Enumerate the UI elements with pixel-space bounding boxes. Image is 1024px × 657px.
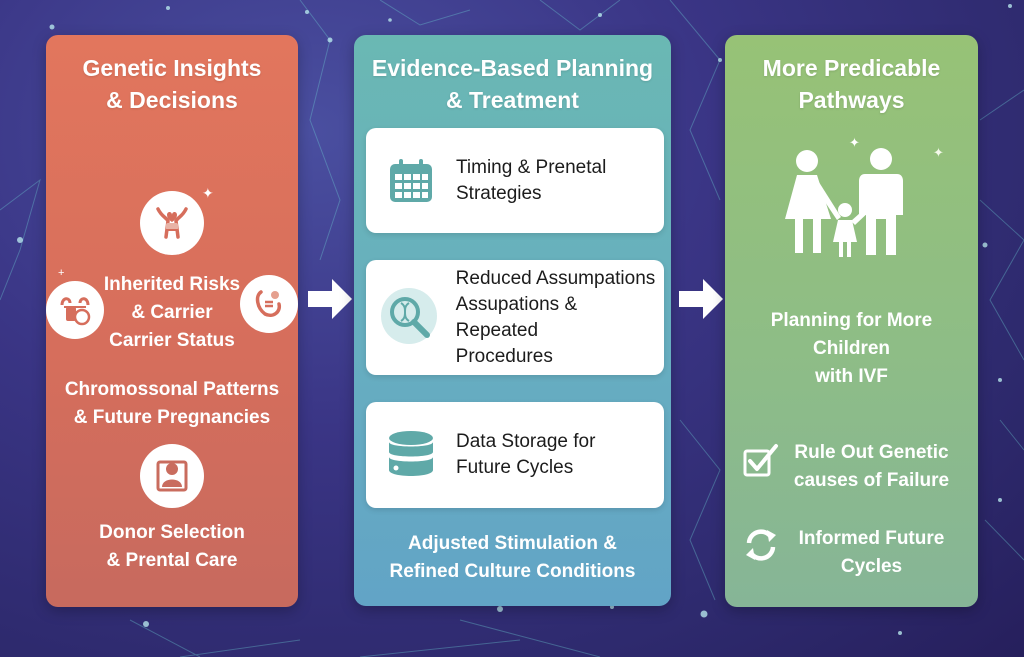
text-line: Chromossonal Patterns xyxy=(64,379,280,400)
dna-magnifier-icon xyxy=(366,287,456,348)
text-line: Informed Future xyxy=(798,528,945,549)
card-text: Data Storage for Future Cycles xyxy=(456,429,595,481)
text-line: causes of Failure xyxy=(793,470,950,491)
adjusted-stimulation-text: Adjusted Stimulation & Refined Culture C… xyxy=(354,530,671,586)
refresh-cycle-icon xyxy=(746,529,776,561)
card-reduced-assumptions: Reduced Assumpations Assupations & Repea… xyxy=(366,260,664,375)
sparkle-icon: ✦ xyxy=(202,185,214,201)
reproductive-organs-icon xyxy=(46,281,104,339)
text-line: with IVF xyxy=(815,366,888,387)
inherited-risks-text: Inherited Risks & Carrier Carrier Status xyxy=(46,271,298,355)
donor-profile-icon xyxy=(140,444,204,508)
title-line: More Predicable xyxy=(762,55,941,81)
panel-evidence-based-planning: Evidence-Based Planning & Treatment Timi… xyxy=(354,35,671,606)
title-line: & Treatment xyxy=(446,87,579,113)
rule-out-genetic-text: Rule Out Genetic causes of Failure xyxy=(765,439,978,495)
card-data-storage: Data Storage for Future Cycles xyxy=(366,402,664,508)
title-line: Pathways xyxy=(798,87,905,113)
card-text: Reduced Assumpations Assupations & Repea… xyxy=(456,266,664,370)
text-line: Procedures xyxy=(455,345,553,367)
card-text: Timing & Prenetal Strategies xyxy=(456,155,606,207)
donor-selection-text: Donor Selection & Prental Care xyxy=(46,519,298,575)
text-line: & Future Pregnancies xyxy=(73,407,271,428)
text-line: Data Storage for xyxy=(456,431,596,452)
planning-more-children-text: Planning for More Children with IVF xyxy=(725,307,978,391)
text-line: Strategies xyxy=(456,182,542,204)
text-line: Planning for More xyxy=(770,310,933,331)
chromosomal-patterns-text: Chromossonal Patterns & Future Pregnanci… xyxy=(46,376,298,432)
database-icon xyxy=(366,430,456,480)
panel-predictable-pathways: More Predicable Pathways ✦ ✦ Planning fo… xyxy=(725,35,978,607)
text-line: Carrier Status xyxy=(109,330,235,351)
informed-future-cycles-text: Informed Future Cycles xyxy=(765,525,978,581)
text-line: Inherited Risks xyxy=(103,274,241,295)
panel-genetic-insights: Genetic Insights & Decisions ✦ + Inherit… xyxy=(46,35,298,607)
text-line: Refined Culture Conditions xyxy=(389,561,636,582)
arrow-right-icon xyxy=(308,279,352,319)
title-line: & Decisions xyxy=(106,87,238,113)
panel-title: Genetic Insights & Decisions xyxy=(46,52,298,116)
checkbox-icon xyxy=(743,444,778,477)
title-line: Genetic Insights xyxy=(82,55,262,81)
text-line: Assupations & Repeated xyxy=(455,293,578,341)
text-line: Cycles xyxy=(840,556,903,577)
text-line: Future Cycles xyxy=(456,457,574,478)
panel-title: Evidence-Based Planning & Treatment xyxy=(354,52,671,116)
text-line: Timing & Prenetal xyxy=(456,156,607,178)
title-line: Evidence-Based Planning xyxy=(371,55,654,81)
text-line: Donor Selection xyxy=(99,522,245,543)
sparkle-icon: ✦ xyxy=(933,145,944,160)
arrow-right-icon xyxy=(679,279,723,319)
sparkle-icon: ✦ xyxy=(849,135,860,150)
sparkle-icon: + xyxy=(58,267,65,279)
panel-title: More Predicable Pathways xyxy=(725,52,978,116)
text-line: Adjusted Stimulation & xyxy=(408,533,617,554)
embryo-icon xyxy=(240,275,298,333)
text-line: & Prental Care xyxy=(106,550,238,571)
text-line: Reduced Assumpations xyxy=(455,267,656,289)
text-line: Rule Out Genetic xyxy=(794,442,949,463)
uterus-heart-icon xyxy=(140,191,204,255)
text-line: & Carrier xyxy=(131,302,213,323)
text-line: Children xyxy=(812,338,891,359)
calendar-icon xyxy=(366,158,456,204)
card-timing-strategies: Timing & Prenetal Strategies xyxy=(366,128,664,233)
family-icon xyxy=(785,148,903,257)
